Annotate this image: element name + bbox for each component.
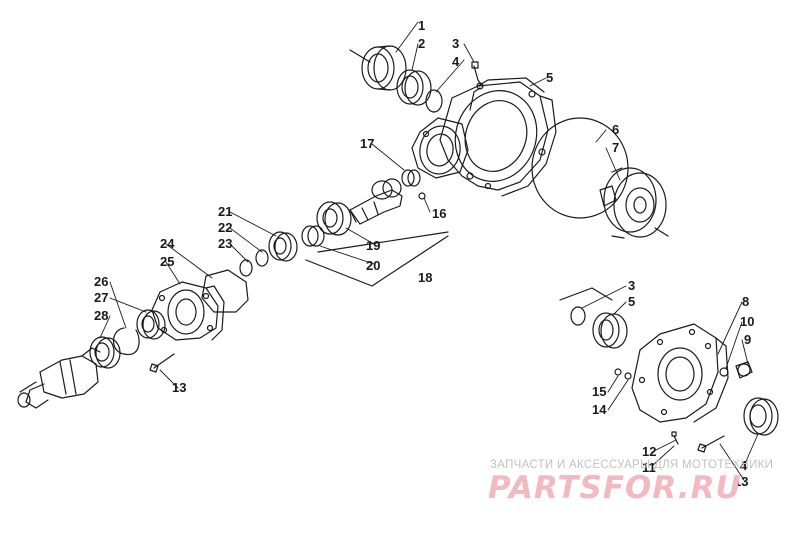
callout-25: 25 bbox=[160, 254, 174, 269]
seal-4-top bbox=[361, 45, 407, 91]
bearing-21 bbox=[268, 231, 298, 262]
dowel-12 bbox=[671, 431, 679, 445]
callout-4-right: 4 bbox=[740, 458, 748, 473]
callout-18: 18 bbox=[418, 270, 432, 285]
washer-10 bbox=[719, 367, 729, 377]
bearing-19 bbox=[316, 201, 352, 236]
bearing-27 bbox=[136, 309, 166, 340]
callout-28: 28 bbox=[94, 308, 108, 323]
callout-22: 22 bbox=[218, 220, 232, 235]
ring-22 bbox=[255, 249, 269, 267]
o-ring-3-top bbox=[425, 89, 443, 113]
plug-16 bbox=[418, 192, 426, 200]
bracket-right bbox=[559, 287, 613, 301]
callout-16: 16 bbox=[432, 206, 446, 221]
callout-5-top: 2 bbox=[418, 36, 425, 51]
clip-23 bbox=[239, 259, 253, 277]
callout-4-top: 1 bbox=[418, 18, 425, 33]
bolt-13-right bbox=[697, 435, 725, 453]
front-housing-25 bbox=[151, 281, 225, 341]
callout-15: 15 bbox=[592, 384, 606, 399]
watermark-logo: PARTSFOR.RU bbox=[488, 470, 742, 506]
vent-fitting bbox=[471, 61, 483, 87]
callout-9: 9 bbox=[744, 332, 751, 347]
plug-15 bbox=[614, 368, 622, 376]
drain-plug-9 bbox=[735, 361, 753, 379]
callout-3-right: 3 bbox=[628, 278, 635, 293]
callout-7: 7 bbox=[612, 140, 619, 155]
callout-24: 24 bbox=[160, 236, 175, 251]
axis-line-left bbox=[19, 381, 37, 393]
callout-13-right: 13 bbox=[734, 474, 748, 489]
callout-labels: 1 2 3 4 5 6 7 16 17 18 19 20 21 22 23 24… bbox=[94, 18, 754, 489]
output-yoke bbox=[17, 347, 101, 409]
callout-23: 23 bbox=[218, 236, 232, 251]
bearing-5-top bbox=[396, 69, 432, 106]
gasket-24 bbox=[201, 269, 249, 313]
callout-1: 5 bbox=[546, 70, 553, 85]
ring-gear-7 bbox=[599, 167, 667, 239]
pinion-shaft bbox=[349, 178, 403, 225]
axis-line-top bbox=[349, 49, 371, 63]
gearcase-housing bbox=[411, 77, 557, 197]
spacer-20 bbox=[301, 225, 325, 247]
callout-13-left: 13 bbox=[172, 380, 186, 395]
callout-20: 20 bbox=[366, 258, 380, 273]
callout-3-top: 4 bbox=[452, 54, 460, 69]
callout-6: 6 bbox=[612, 122, 619, 137]
callout-17: 17 bbox=[360, 136, 374, 151]
o-ring-3-right bbox=[570, 306, 586, 326]
callout-26: 26 bbox=[94, 274, 108, 289]
callout-10: 10 bbox=[740, 314, 754, 329]
bolt-13-left bbox=[149, 353, 175, 373]
seal-28 bbox=[89, 336, 121, 369]
seal-4-right bbox=[743, 397, 779, 436]
bearing-5-right bbox=[592, 312, 628, 349]
callout-21: 21 bbox=[218, 204, 232, 219]
callout-19: 19 bbox=[366, 238, 380, 253]
pinion-bearing-17 bbox=[401, 169, 421, 187]
washer-14 bbox=[624, 372, 632, 380]
bracket-18-lower bbox=[305, 235, 449, 287]
leader-lines bbox=[99, 21, 759, 481]
watermark-caption: ЗАПЧАСТИ И АКСЕССУАРЫ ДЛЯ МОТОТЕХНИКИ bbox=[490, 459, 774, 471]
bracket-18-upper bbox=[317, 231, 449, 253]
callout-12: 12 bbox=[642, 444, 656, 459]
callout-8: 8 bbox=[742, 294, 749, 309]
callout-11: 11 bbox=[642, 460, 656, 475]
callout-14: 14 bbox=[592, 402, 607, 417]
snap-ring-26 bbox=[112, 327, 140, 356]
callout-2: 3 bbox=[452, 36, 459, 51]
side-cover bbox=[631, 323, 729, 423]
callout-5-right: 5 bbox=[628, 294, 635, 309]
callout-27: 27 bbox=[94, 290, 108, 305]
axis-line-right bbox=[654, 227, 669, 237]
